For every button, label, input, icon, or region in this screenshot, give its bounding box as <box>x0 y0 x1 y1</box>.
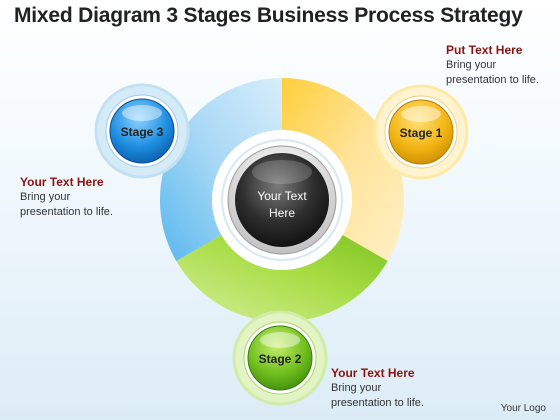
callout-line: Bring your <box>331 382 382 394</box>
ring-segment-stage-1 <box>282 77 405 261</box>
page-title: Mixed Diagram 3 Stages Business Process … <box>14 4 523 27</box>
callout-line: Bring your <box>20 191 71 203</box>
callout-line: Bring your <box>446 59 497 71</box>
callout-line: presentation to life. <box>20 206 113 218</box>
center-text-line1: Your Text <box>257 189 307 203</box>
callout-line: presentation to life. <box>331 397 424 409</box>
callout-left: Your Text Here Bring your presentation t… <box>20 175 113 220</box>
stage-2-node: Stage 2 <box>232 310 328 406</box>
callout-top-right: Put Text Here Bring your presentation to… <box>446 43 539 88</box>
stage-3-node: Stage 3 <box>94 83 190 179</box>
stage-1-node: Stage 1 <box>373 84 469 180</box>
ring-segment-stage-2 <box>176 235 388 323</box>
callout-heading: Your Text Here <box>331 366 415 380</box>
stage-1-label: Stage 1 <box>400 126 443 140</box>
stage-2-label: Stage 2 <box>259 352 302 366</box>
center-hub-highlight <box>252 160 312 184</box>
callout-bottom: Your Text Here Bring your presentation t… <box>331 366 424 411</box>
callout-line: presentation to life. <box>446 74 539 86</box>
callout-heading: Put Text Here <box>446 43 523 57</box>
stage-3-label: Stage 3 <box>121 125 164 139</box>
callout-heading: Your Text Here <box>20 175 104 189</box>
logo-text: Your Logo <box>500 403 546 414</box>
center-hub-outline <box>221 139 343 261</box>
center-text-line2: Here <box>269 206 295 220</box>
center-hub-orb <box>235 153 329 247</box>
ring-segment-stage-3 <box>159 77 282 261</box>
